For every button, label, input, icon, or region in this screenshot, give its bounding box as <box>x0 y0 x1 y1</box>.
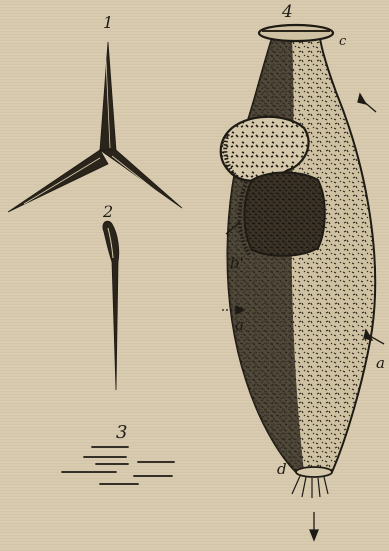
label-b-prime: b' <box>230 256 244 271</box>
club-spicule <box>103 221 119 390</box>
figure-label-4: 4 <box>282 4 293 21</box>
label-a-right: a <box>376 356 385 371</box>
triradiate-spicule <box>8 42 182 212</box>
label-d: d <box>277 462 287 477</box>
label-c: c <box>339 35 346 48</box>
figure-label-1: 1 <box>103 15 113 31</box>
needle-spicules <box>62 447 174 484</box>
figure-label-2: 2 <box>103 204 113 220</box>
label-a-left: a <box>235 318 244 333</box>
sponge-body <box>221 25 384 540</box>
figure-label-3: 3 <box>116 424 127 442</box>
